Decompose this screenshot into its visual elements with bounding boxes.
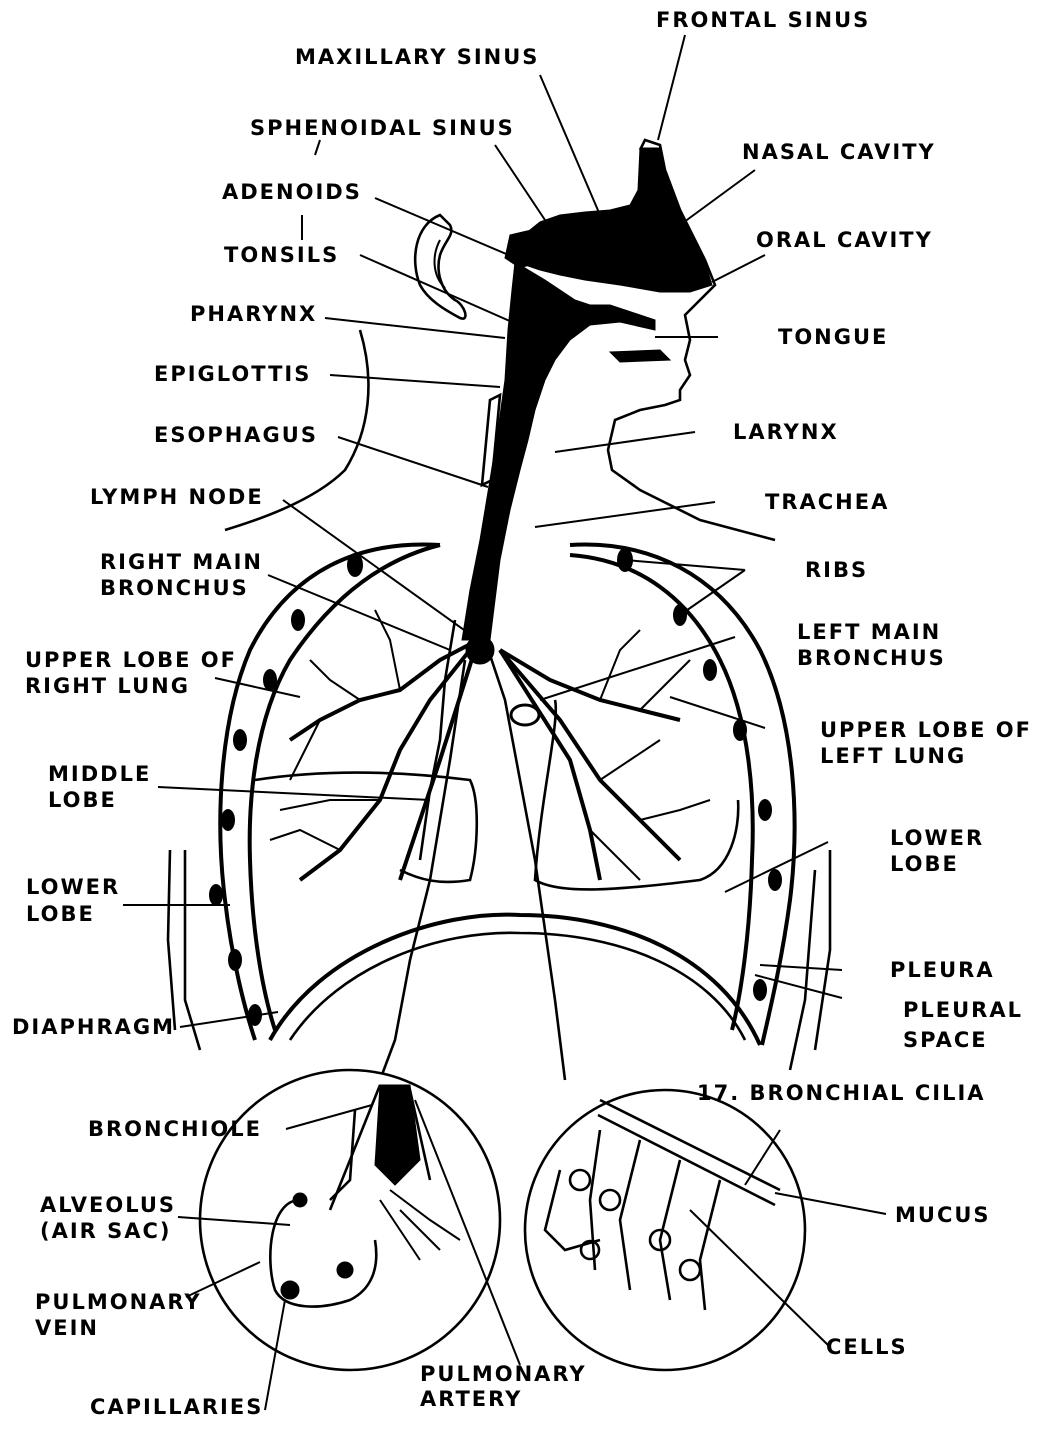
label-capillaries: CAPILLARIES	[90, 1395, 263, 1420]
label-oral-cavity: ORAL CAVITY	[756, 228, 933, 253]
label-pulmonary-vein-line1: PULMONARY	[35, 1290, 202, 1315]
label-pulmonary-artery-line1: PULMONARY	[420, 1362, 587, 1387]
label-upper-lobe-left-line1: UPPER LOBE OF	[820, 718, 1032, 743]
cilia-inset	[525, 1090, 805, 1370]
label-lower-lobe-right-lung-line2: LOBE	[26, 902, 95, 927]
lungs-outline	[220, 544, 794, 1080]
body-sides	[168, 850, 830, 1070]
label-lymph-node: LYMPH NODE	[90, 485, 264, 510]
label-tongue: TONGUE	[778, 325, 888, 350]
label-right-main-bronchus-line1: RIGHT MAIN	[100, 550, 263, 575]
label-pleural-space-line1: PLEURAL	[903, 998, 1023, 1023]
label-pleural-space-line2: SPACE	[903, 1028, 988, 1053]
alveolus-inset	[200, 1070, 500, 1370]
nasal-cavity-shape	[505, 148, 712, 292]
label-esophagus: ESOPHAGUS	[154, 423, 318, 448]
label-pleura: PLEURA	[890, 958, 995, 983]
label-maxillary-sinus: MAXILLARY SINUS	[295, 45, 539, 70]
label-lower-lobe-right-lung-line1: LOWER	[26, 875, 120, 900]
label-epiglottis: EPIGLOTTIS	[154, 362, 311, 387]
label-middle-lobe-line2: LOBE	[48, 788, 117, 813]
label-middle-lobe-line1: MIDDLE	[48, 762, 151, 787]
label-left-main-bronchus-line1: LEFT MAIN	[797, 620, 941, 645]
label-ribs: RIBS	[805, 558, 868, 583]
label-upper-lobe-right-line2: RIGHT LUNG	[25, 674, 190, 699]
bronchial-tree	[270, 610, 710, 880]
label-cells: CELLS	[826, 1335, 908, 1360]
label-tonsils: TONSILS	[224, 243, 339, 268]
label-lower-lobe-left-lung-line2: LOBE	[890, 852, 959, 877]
label-nasal-cavity: NASAL CAVITY	[742, 140, 936, 165]
label-mucus: MUCUS	[895, 1203, 991, 1228]
label-upper-lobe-right-line1: UPPER LOBE OF	[25, 648, 237, 673]
label-left-main-bronchus-line2: BRONCHUS	[797, 646, 946, 671]
label-pharynx: PHARYNX	[190, 302, 317, 327]
label-larynx: LARYNX	[733, 420, 839, 445]
label-alveolus-line2: (AIR SAC)	[40, 1219, 172, 1244]
label-upper-lobe-left-line2: LEFT LUNG	[820, 744, 966, 769]
label-trachea: TRACHEA	[765, 490, 889, 515]
label-pulmonary-artery-line2: ARTERY	[420, 1387, 522, 1412]
label-bronchial-cilia: 17. BRONCHIAL CILIA	[697, 1081, 986, 1106]
label-frontal-sinus: FRONTAL SINUS	[656, 8, 870, 33]
label-lower-lobe-left-lung-line1: LOWER	[890, 826, 984, 851]
label-right-main-bronchus-line2: BRONCHUS	[100, 576, 249, 601]
label-sphenoidal-sinus: SPHENOIDAL SINUS	[250, 116, 515, 141]
label-adenoids: ADENOIDS	[222, 180, 362, 205]
label-alveolus-line1: ALVEOLUS	[40, 1193, 176, 1218]
label-diaphragm: DIAPHRAGM	[12, 1015, 175, 1040]
label-bronchiole: BRONCHIOLE	[88, 1117, 262, 1142]
label-pulmonary-vein-line2: VEIN	[35, 1316, 99, 1341]
